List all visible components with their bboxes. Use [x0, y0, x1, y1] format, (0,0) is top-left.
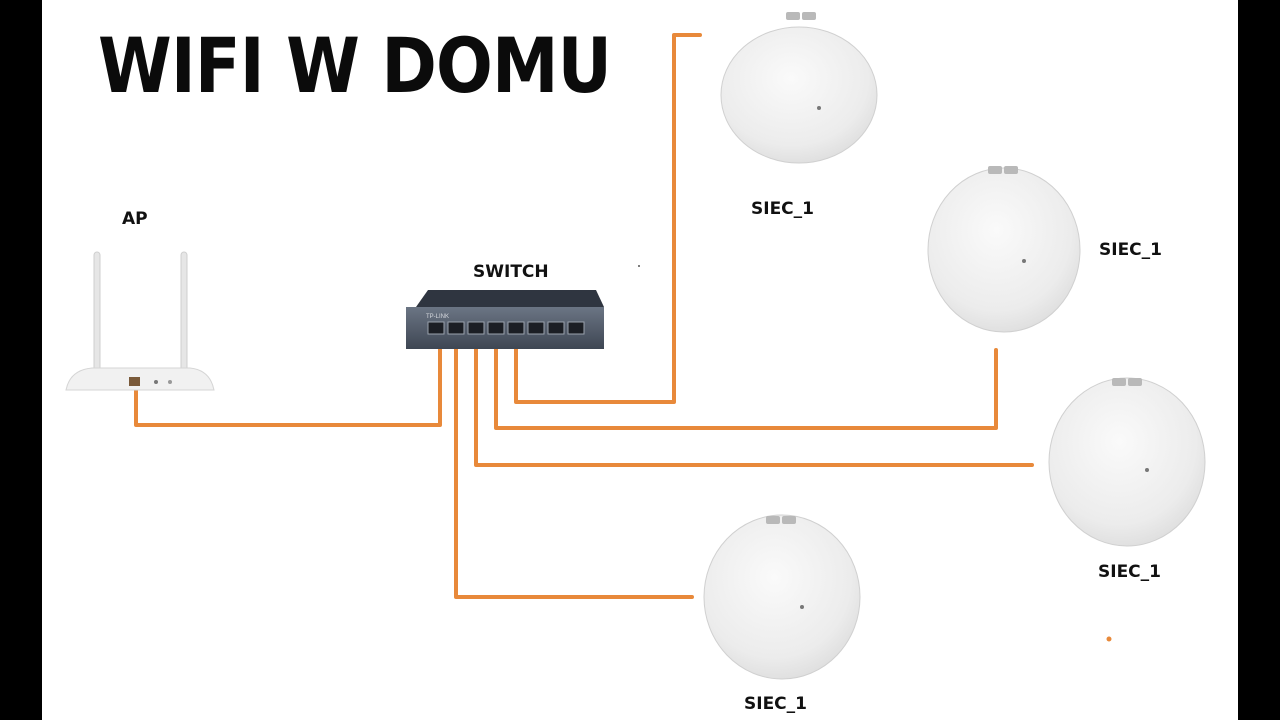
router-port: [129, 377, 140, 386]
mesh-wifi-node-icon: [1048, 377, 1206, 547]
switch-port: [527, 321, 545, 335]
switch-ports: [427, 321, 585, 335]
mesh-wifi-node-icon: [703, 514, 861, 680]
node-led: [1022, 259, 1026, 263]
node-label-1: SIEC_1: [751, 199, 814, 219]
cable-switch-to-node-3: [474, 328, 1034, 467]
network-diagram: TP-LINK: [65, 12, 1206, 680]
node-label-4: SIEC_1: [744, 694, 807, 714]
switch-top: [416, 290, 604, 307]
switch-label: SWITCH: [473, 262, 549, 282]
switch-port: [467, 321, 485, 335]
switch-port: [427, 321, 445, 335]
node-dome: [1048, 377, 1206, 547]
node-dome: [927, 167, 1081, 333]
node-top-port: [802, 12, 816, 20]
node-top-port: [786, 12, 800, 20]
node-top-port: [988, 166, 1002, 174]
antenna-left: [93, 251, 101, 383]
mesh-wifi-node-icon: [927, 166, 1081, 333]
cables: [134, 33, 1034, 599]
diagram-canvas: WIFI W DOMU: [42, 0, 1238, 720]
cable-ap-to-switch: [134, 328, 442, 427]
node-top-port: [782, 516, 796, 524]
switch-port: [507, 321, 525, 335]
switch-port: [447, 321, 465, 335]
antenna-right: [180, 251, 188, 383]
node-dome: [703, 514, 861, 680]
network-switch-8-port-icon: TP-LINK: [406, 290, 604, 349]
switch-port: [487, 321, 505, 335]
stray-dot: [638, 265, 640, 267]
node-led: [1145, 468, 1149, 472]
node-label-2: SIEC_1: [1099, 240, 1162, 260]
ap-label: AP: [122, 209, 148, 229]
page-title: WIFI W DOMU: [98, 21, 612, 110]
node-top-port: [766, 516, 780, 524]
router-two-antennas-icon: [65, 251, 215, 391]
switch-port: [567, 321, 585, 335]
cable-switch-to-node-1: [514, 33, 702, 404]
router-button: [168, 380, 172, 384]
switch-brand-text: TP-LINK: [426, 314, 449, 320]
node-top-port: [1112, 378, 1126, 386]
cable-switch-to-node-4: [454, 328, 694, 599]
mesh-wifi-node-icon: [720, 12, 878, 164]
cable-switch-to-node-2: [494, 328, 998, 430]
node-top-port: [1004, 166, 1018, 174]
switch-port: [547, 321, 565, 335]
stray-dot: [1106, 636, 1112, 642]
node-dome: [720, 26, 878, 164]
node-label-3: SIEC_1: [1098, 562, 1161, 582]
node-led: [800, 605, 804, 609]
node-top-port: [1128, 378, 1142, 386]
node-led: [817, 106, 821, 110]
router-led: [154, 380, 158, 384]
